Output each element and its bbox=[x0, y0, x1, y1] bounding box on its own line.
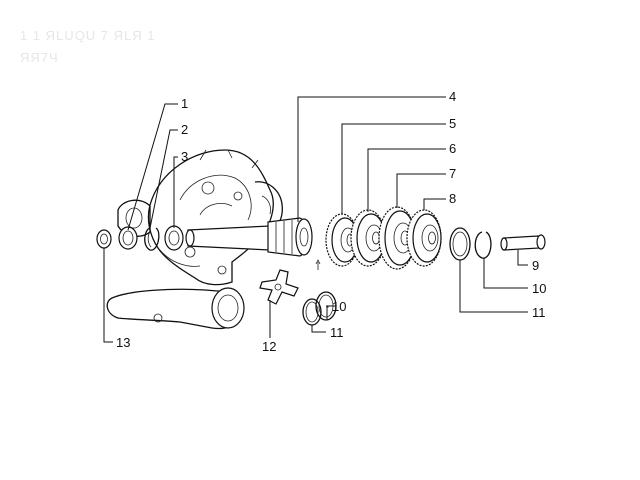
part-4-shaft bbox=[185, 217, 313, 257]
callout-13: 13 bbox=[116, 335, 130, 350]
callout-9: 9 bbox=[532, 258, 539, 273]
faded-header-line1: 1 1 ЯLUQU 7 ЯLЯ 1 bbox=[20, 28, 156, 43]
part-8-gear bbox=[406, 209, 442, 267]
part-2-circlip bbox=[144, 227, 160, 251]
part-6-gear bbox=[350, 209, 386, 267]
callout-labels: 1 2 3 4 5 6 7 8 9 10 11 10 11 12 13 bbox=[116, 89, 546, 354]
callout-10-middle: 10 bbox=[332, 299, 346, 314]
callout-5: 5 bbox=[449, 116, 456, 131]
callout-8: 8 bbox=[449, 191, 456, 206]
swing-arm-casting bbox=[106, 287, 245, 330]
callout-7: 7 bbox=[449, 166, 456, 181]
part-11-ring-right bbox=[449, 227, 471, 261]
callout-11-middle: 11 bbox=[330, 325, 344, 340]
part-1-bearing bbox=[118, 226, 138, 250]
callout-4: 4 bbox=[449, 89, 456, 104]
callout-3: 3 bbox=[181, 149, 188, 164]
gearbox-housing bbox=[117, 149, 283, 286]
part-9-pin bbox=[500, 234, 546, 251]
callout-1: 1 bbox=[181, 96, 188, 111]
callout-10-right: 10 bbox=[532, 281, 546, 296]
callout-11-right: 11 bbox=[532, 305, 546, 320]
callout-12: 12 bbox=[262, 339, 276, 354]
callout-2: 2 bbox=[181, 122, 188, 137]
part-10-circlip-right bbox=[474, 231, 492, 259]
callout-6: 6 bbox=[449, 141, 456, 156]
part-12-spider bbox=[259, 269, 299, 305]
part-13-bearing bbox=[96, 229, 112, 249]
faded-header-line2: ЯЯ7Ч bbox=[20, 50, 59, 65]
assembly-arrow bbox=[315, 259, 321, 270]
leader-lines bbox=[103, 96, 528, 343]
part-3-seal bbox=[164, 225, 184, 251]
part-11-ring-middle bbox=[302, 298, 322, 326]
part-7-gear bbox=[378, 206, 416, 270]
